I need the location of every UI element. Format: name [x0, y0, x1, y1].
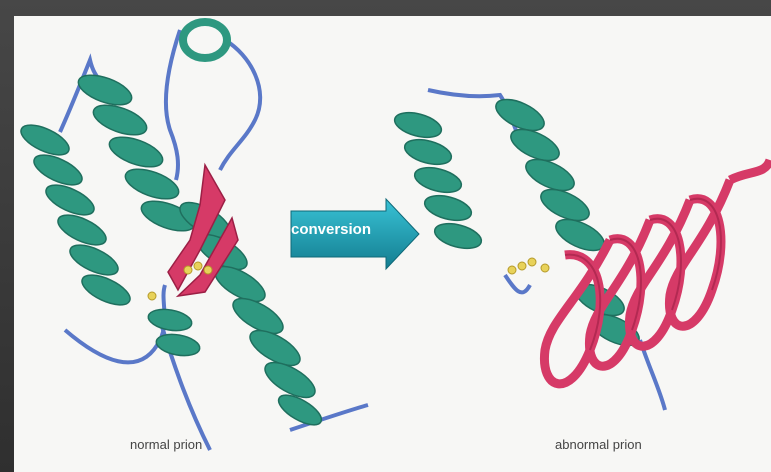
abnormal-prion-caption: abnormal prion: [555, 437, 642, 452]
conversion-arrow-label: conversion: [281, 221, 381, 238]
normal-prion-caption: normal prion: [130, 437, 202, 452]
